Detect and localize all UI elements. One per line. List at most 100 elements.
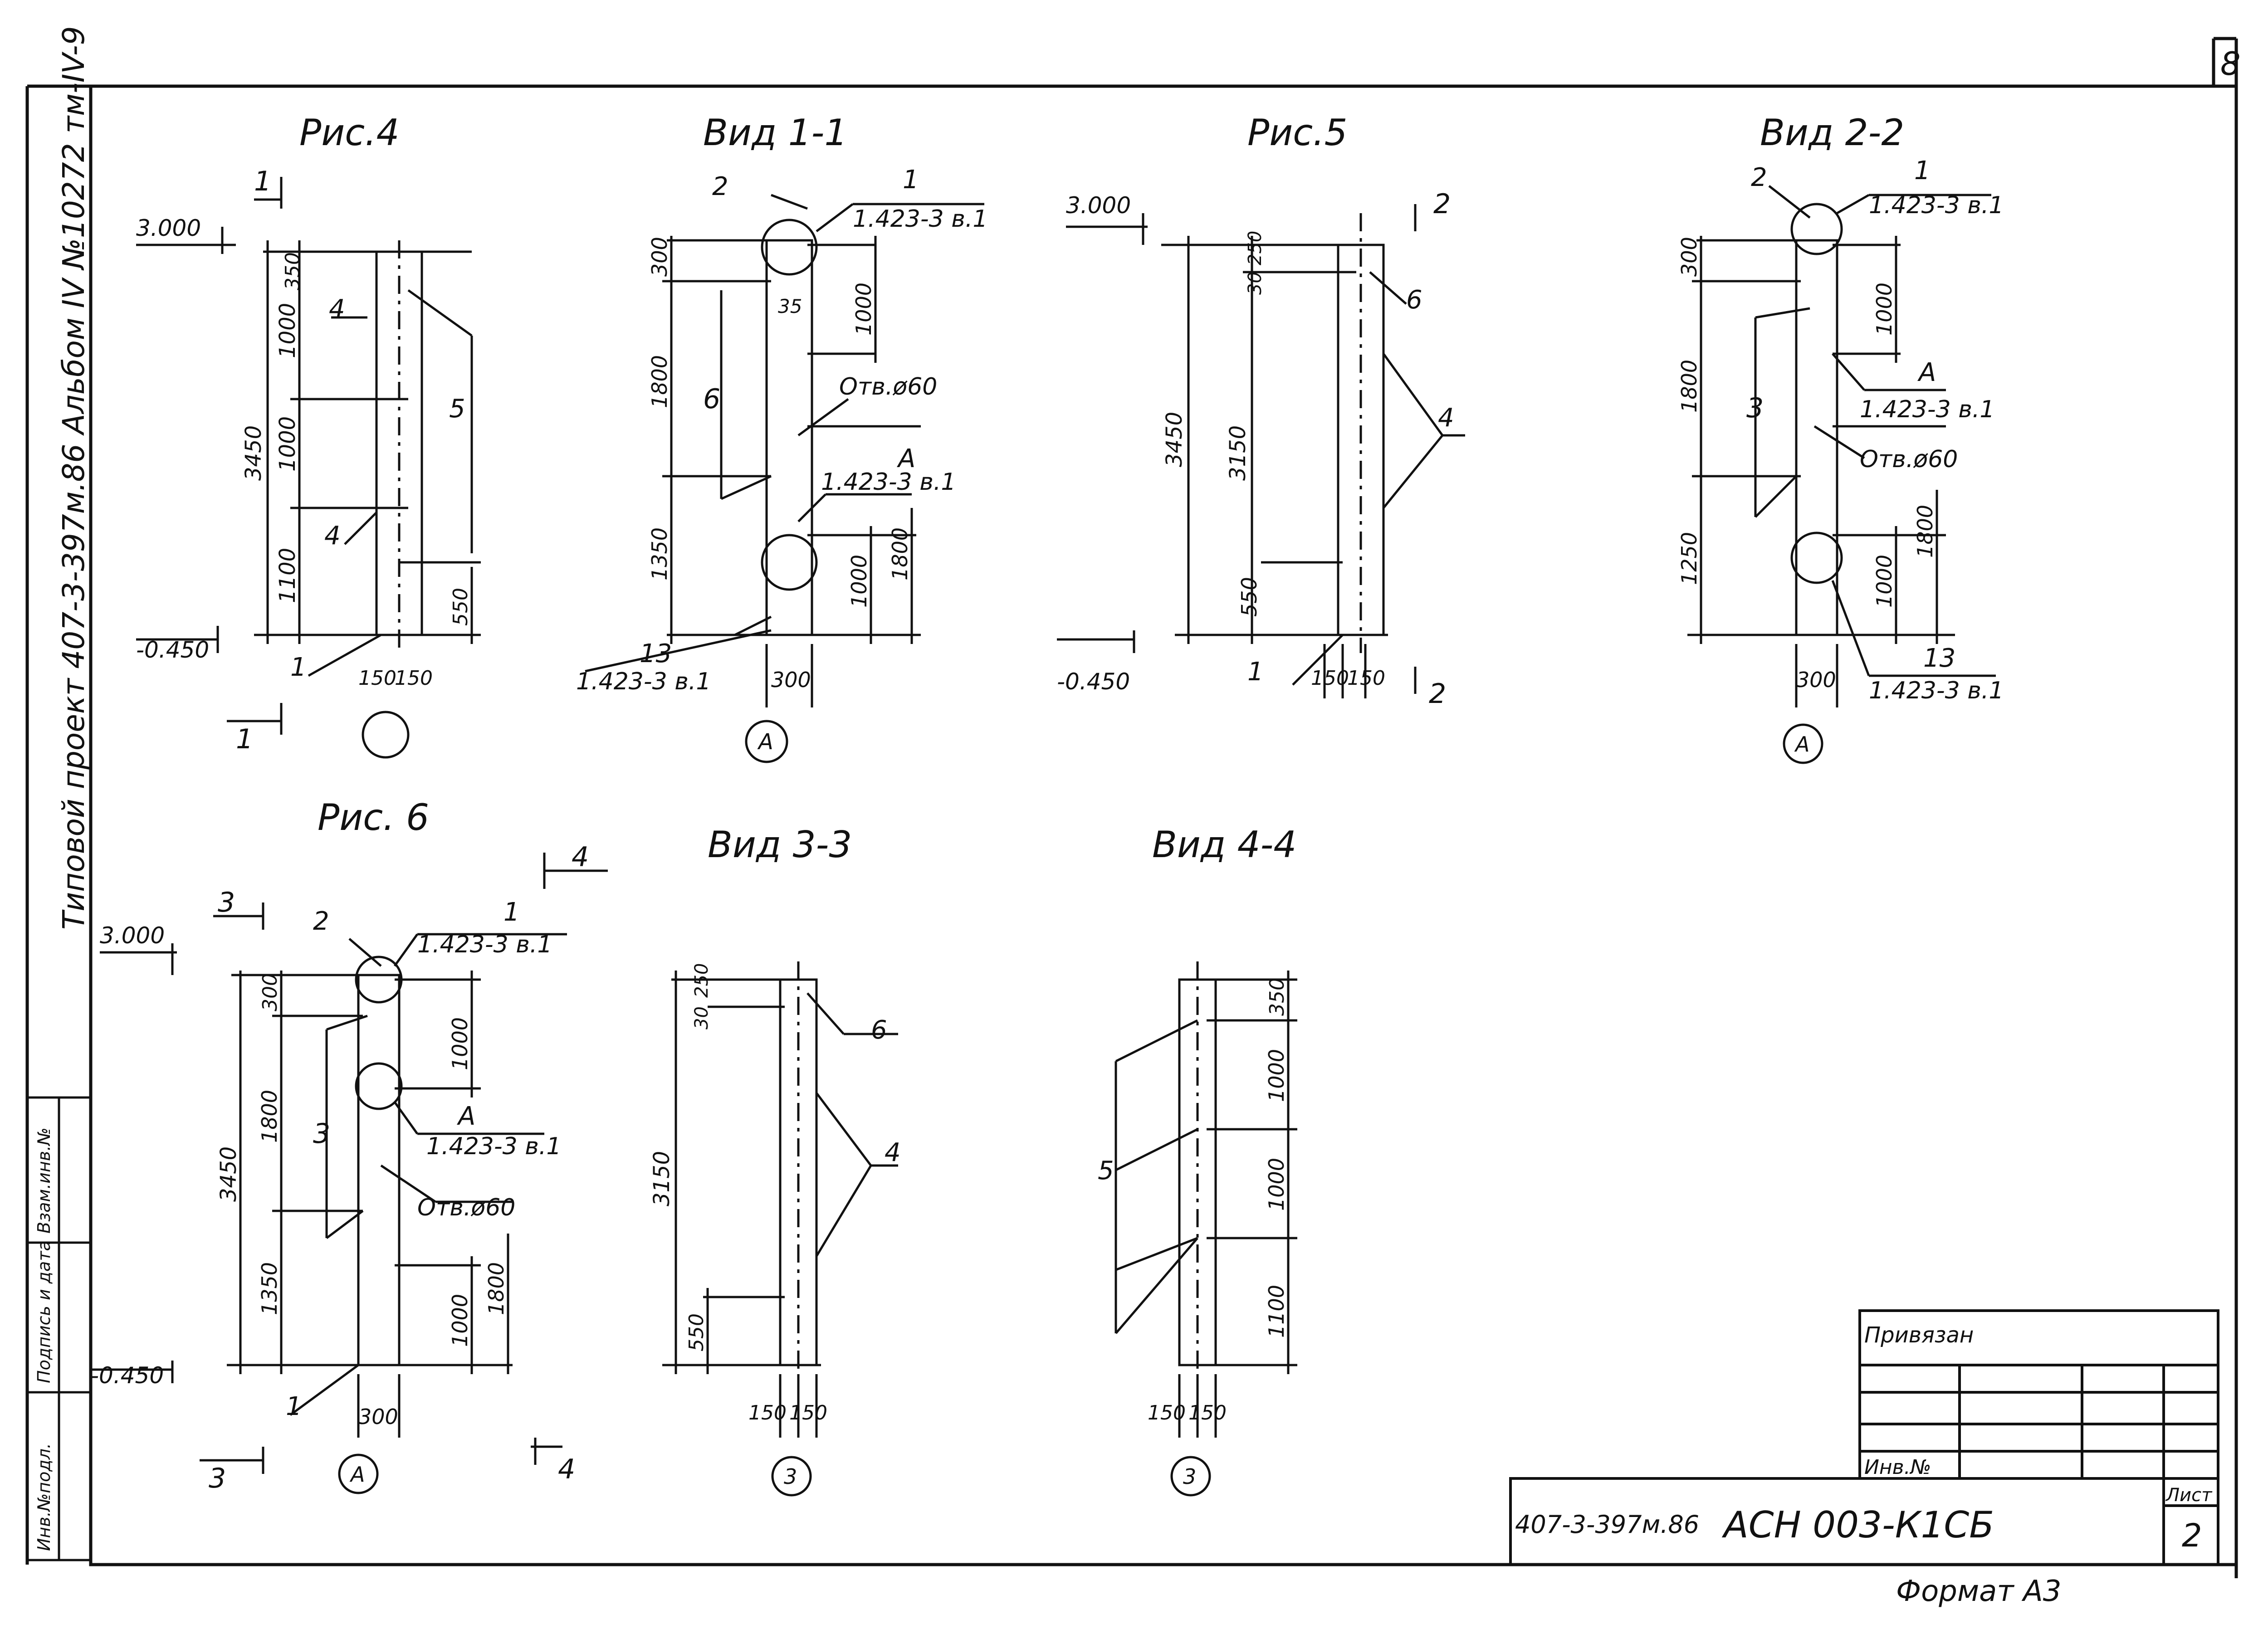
view11-dim-35: 35 <box>778 295 802 317</box>
fig4-level-bottom: -0.450 <box>136 637 209 663</box>
view-4-4: Вид 4-4 350 1000 1000 1100 150 150 5 3 <box>1098 824 1297 1497</box>
fig6-hole: Отв.ø60 <box>417 1194 515 1221</box>
figure-5: Рис.5 3.000 -0.450 2 <box>1057 112 1465 710</box>
view44-title: Вид 4-4 <box>1152 824 1296 866</box>
fig5-label-1: 1 <box>1247 657 1264 687</box>
fig5-label-4: 4 <box>1438 403 1454 433</box>
fig5-level-top: 3.000 <box>1066 192 1131 219</box>
view11-ref-13: 1.423-3 в.1 <box>576 668 711 695</box>
title-privyazan: Привязан <box>1864 1322 1974 1348</box>
view11-ref-A: 1.423-3 в.1 <box>821 468 956 496</box>
view33-dim-250: 250 <box>691 963 712 998</box>
view11-dim-1350: 1350 <box>647 527 672 580</box>
fig6-callout-A: A <box>457 1102 475 1131</box>
view11-ref-1: 1.423-3 в.1 <box>853 205 988 233</box>
fig5-dim-3450: 3450 <box>1162 412 1187 467</box>
title-format: Формат А3 <box>1896 1575 2062 1608</box>
fig4-label-4-bottom: 4 <box>324 521 341 551</box>
view22-dim-300: 300 <box>1677 237 1701 277</box>
fig4-title: Рис.4 <box>299 112 400 154</box>
view33-label-4: 4 <box>885 1138 901 1167</box>
view-1-1: Вид 1-1 <box>576 112 988 763</box>
figure-4: Рис.4 3.000 -0 <box>136 112 481 759</box>
fig5-section-bottom: 2 <box>1429 678 1446 710</box>
figure-6: Рис. 6 <box>91 796 608 1494</box>
view22-dim-1000-top: 1000 <box>1872 283 1897 336</box>
view22-callout-A: A <box>1917 358 1936 387</box>
view22-dim-1250: 1250 <box>1677 532 1701 585</box>
fig5-dim-150-b: 150 <box>1347 667 1385 690</box>
title-drawing-code: АСН 003-К1СБ <box>1721 1504 1994 1546</box>
view22-callout-13: 13 <box>1923 644 1955 673</box>
view11-callout-13: 13 <box>640 639 672 668</box>
view11-hole: Отв.ø60 <box>839 373 937 400</box>
view-2-2: Вид 2-2 <box>1677 112 2004 764</box>
view44-dim-1000-b: 1000 <box>1264 1158 1289 1211</box>
view11-title: Вид 1-1 <box>703 112 847 154</box>
view11-axis-A: A <box>757 729 773 755</box>
view44-dim-150-b: 150 <box>1188 1401 1227 1424</box>
fig6-section-3-top: 3 <box>218 887 235 918</box>
view11-dim-1000-bottom: 1000 <box>847 555 871 608</box>
view44-dim-1100: 1100 <box>1264 1285 1289 1338</box>
stamp-podpis: Подпись и дата <box>34 1240 54 1383</box>
fig4-dim-550: 550 <box>449 588 472 626</box>
view44-dim-1000-a: 1000 <box>1264 1049 1289 1102</box>
fig4-label-5: 5 <box>449 394 465 424</box>
view22-callout-2: 2 <box>1751 163 1767 192</box>
title-sheet-label: Лист <box>2165 1485 2213 1506</box>
fig4-dim-1100: 1100 <box>275 548 300 603</box>
view33-axis: 3 <box>784 1464 797 1489</box>
fig6-ref-A: 1.423-3 в.1 <box>426 1133 562 1160</box>
fig6-axis-A: A <box>349 1462 365 1487</box>
side-project-text: Типовой проект 407-3-397м.86 Альбом IV №… <box>56 26 91 930</box>
view22-axis-A: A <box>1794 732 1809 756</box>
fig6-dim-1000-bottom: 1000 <box>448 1294 472 1347</box>
view22-title: Вид 2-2 <box>1760 112 1904 154</box>
fig4-section-top: 1 <box>254 166 271 197</box>
view22-dim-1800-right: 1800 <box>1913 505 1937 558</box>
fig4-label-1: 1 <box>290 653 307 682</box>
fig4-dim-1000-b: 1000 <box>275 416 300 472</box>
title-sheet-number: 2 <box>2182 1517 2202 1554</box>
view11-callout-2: 2 <box>712 172 728 201</box>
fig4-dim-150-a: 150 <box>358 667 396 690</box>
fig6-ref-1: 1.423-3 в.1 <box>417 931 552 958</box>
fig5-label-6: 6 <box>1406 285 1422 315</box>
view11-label-6: 6 <box>703 383 720 415</box>
fig6-title: Рис. 6 <box>318 796 429 839</box>
view44-label-5: 5 <box>1098 1156 1114 1185</box>
view44-dim-350: 350 <box>1266 978 1289 1016</box>
view44-dim-150-a: 150 <box>1148 1401 1186 1424</box>
view11-dim-1800: 1800 <box>647 355 672 408</box>
fig6-callout-1: 1 <box>503 897 520 927</box>
fig4-level-top: 3.000 <box>136 215 201 241</box>
corner-sheet-number: 8 <box>2220 45 2241 83</box>
fig4-dim-150-b: 150 <box>395 667 433 690</box>
fig6-dim-1000-top: 1000 <box>448 1017 472 1070</box>
fig6-dim-300-bottom: 300 <box>358 1405 398 1429</box>
fig5-dim-150-a: 150 <box>1311 667 1349 690</box>
fig4-dim-350: 350 <box>281 252 304 290</box>
fig6-dim-1350: 1350 <box>257 1262 282 1315</box>
view11-dim-1000-top: 1000 <box>851 283 876 336</box>
fig5-title: Рис.5 <box>1247 112 1348 154</box>
fig6-level-bottom: -0.450 <box>91 1362 164 1389</box>
title-inv-no: Инв.№ <box>1864 1456 1931 1479</box>
fig4-dim-1000-a: 1000 <box>275 303 300 358</box>
fig6-level-top: 3.000 <box>100 922 165 949</box>
view11-callout-A: A <box>897 444 915 473</box>
fig5-dim-3150: 3150 <box>1225 425 1251 481</box>
fig6-section-4-bottom: 4 <box>558 1454 575 1485</box>
fig5-dim-30: 30 <box>1245 272 1266 295</box>
title-block <box>1509 1309 2219 1566</box>
fig6-section-3-bottom: 3 <box>209 1463 226 1494</box>
view11-callout-1: 1 <box>903 165 919 195</box>
fig4-label-4-top: 4 <box>329 294 345 324</box>
fig5-dim-250: 250 <box>1245 231 1266 265</box>
view44-axis: 3 <box>1183 1464 1196 1489</box>
fig6-label-1: 1 <box>286 1392 302 1421</box>
view22-callout-1: 1 <box>1914 156 1931 185</box>
view11-dim-300: 300 <box>647 237 672 277</box>
